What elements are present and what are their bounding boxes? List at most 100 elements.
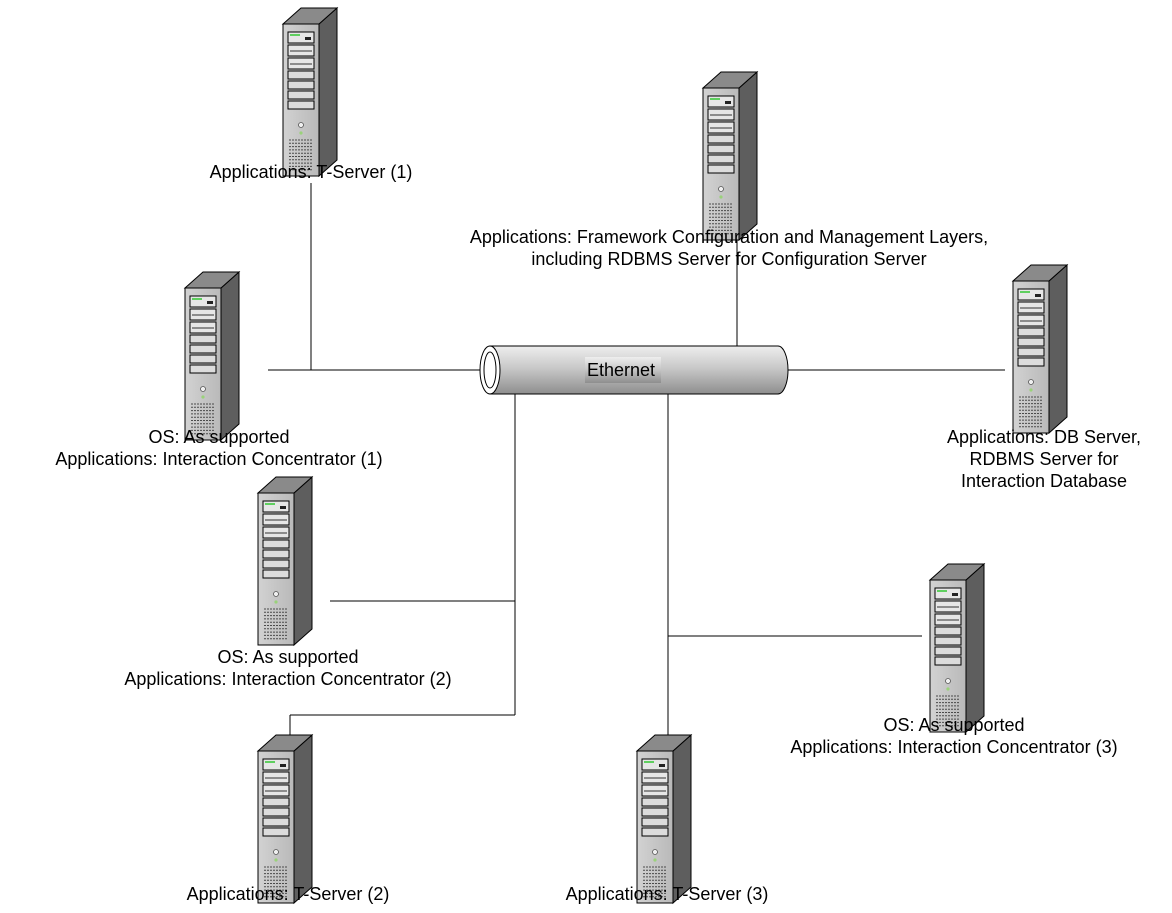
server-tower-icon [928, 562, 986, 734]
server-label-line: RDBMS Server for [969, 449, 1118, 469]
power-button-icon [1028, 379, 1034, 385]
server-tower-icon [183, 270, 241, 442]
ethernet-label-background [585, 357, 661, 383]
server-drive-bay [707, 164, 735, 174]
server-label-line: including RDBMS Server for Configuration… [531, 249, 926, 269]
server-node-config-server: Applications: Framework Configuration an… [470, 70, 988, 269]
power-led-icon [299, 131, 303, 135]
server-tower-icon [281, 6, 339, 178]
power-button-icon [273, 849, 279, 855]
server-drive-led [290, 34, 300, 36]
server-drive-bay [262, 827, 290, 837]
server-drive-bay [934, 626, 962, 636]
server-label-line: OS: As supported [217, 647, 358, 667]
server-drive-bay [262, 797, 290, 807]
power-led-icon [274, 858, 278, 862]
server-drive-bay [641, 817, 669, 827]
server-drive-slot [659, 764, 665, 767]
server-drive-bay [641, 758, 669, 771]
server-drive-bay [1017, 288, 1045, 301]
server-label-line: Applications: Interaction Concentrator (… [124, 669, 451, 689]
server-label-line: Applications: Framework Configuration an… [470, 227, 988, 247]
server-drive-slot [280, 506, 286, 509]
server-drive-bay [262, 569, 290, 579]
server-drive-led [644, 761, 654, 763]
power-led-icon [946, 687, 950, 691]
power-led-icon [653, 858, 657, 862]
server-tower-icon [1011, 263, 1069, 435]
server-node-t-server-2: Applications: T-Server (2) [187, 733, 390, 905]
server-label-line: OS: As supported [883, 715, 1024, 735]
server-drive-bay [287, 100, 315, 110]
server-drive-bay [189, 354, 217, 364]
server-node-t-server-3: Applications: T-Server (3) [566, 733, 769, 905]
server-drive-bay [1017, 347, 1045, 357]
power-button-icon [718, 186, 724, 192]
server-node-db-server: Applications: DB Server,RDBMS Server for… [947, 263, 1141, 491]
server-drive-bay [262, 549, 290, 559]
servers: Applications: T-Server (1) Applications: … [55, 6, 1141, 905]
power-button-icon [200, 386, 206, 392]
power-button-icon [945, 678, 951, 684]
server-label-line: Applications: T-Server (2) [187, 884, 390, 904]
server-drive-bay [262, 817, 290, 827]
server-drive-bay [262, 559, 290, 569]
server-drive-led [265, 503, 275, 505]
server-label-line: Applications: T-Server (1) [210, 162, 413, 182]
server-drive-bay [1017, 357, 1045, 367]
server-drive-slot [280, 764, 286, 767]
server-drive-bay [707, 134, 735, 144]
server-drive-led [1020, 291, 1030, 293]
server-side-panel [1048, 263, 1068, 435]
server-side-panel [965, 562, 985, 734]
server-drive-bay [934, 587, 962, 600]
server-node-t-server-1: Applications: T-Server (1) [210, 6, 413, 182]
server-drive-led [937, 590, 947, 592]
server-label-line: Applications: Interaction Concentrator (… [790, 737, 1117, 757]
server-drive-slot [725, 101, 731, 104]
power-led-icon [274, 600, 278, 604]
server-drive-bay [934, 656, 962, 666]
ethernet-bus-end-inner [483, 351, 497, 389]
server-drive-bay [641, 827, 669, 837]
server-side-panel [293, 733, 313, 905]
server-drive-bay [1017, 337, 1045, 347]
power-button-icon [652, 849, 658, 855]
server-drive-slot [1035, 294, 1041, 297]
server-label-line: Applications: DB Server, [947, 427, 1141, 447]
server-drive-bay [262, 500, 290, 513]
server-drive-led [710, 98, 720, 100]
server-drive-bay [287, 80, 315, 90]
server-drive-slot [305, 37, 311, 40]
server-side-panel [672, 733, 692, 905]
server-side-panel [738, 70, 758, 242]
server-drive-bay [189, 295, 217, 308]
server-drive-bay [934, 646, 962, 656]
server-tower-icon [635, 733, 693, 905]
server-side-panel [318, 6, 338, 178]
server-side-panel [293, 475, 313, 647]
power-led-icon [201, 395, 205, 399]
power-button-icon [298, 122, 304, 128]
power-led-icon [1029, 388, 1033, 392]
server-drive-bay [262, 807, 290, 817]
server-tower-icon [701, 70, 759, 242]
ethernet-label: Ethernet [587, 360, 655, 380]
server-drive-bay [287, 70, 315, 80]
power-led-icon [719, 195, 723, 199]
server-drive-bay [707, 144, 735, 154]
server-tower-icon [256, 475, 314, 647]
server-drive-bay [934, 636, 962, 646]
server-drive-slot [952, 593, 958, 596]
server-drive-bay [262, 539, 290, 549]
server-label-line: Applications: T-Server (3) [566, 884, 769, 904]
ethernet-bus: Ethernet [479, 345, 789, 395]
server-drive-led [192, 298, 202, 300]
server-drive-bay [287, 31, 315, 44]
ethernet-bus-end [479, 345, 501, 395]
server-side-panel [220, 270, 240, 442]
server-label-line: OS: As supported [148, 427, 289, 447]
server-label-line: Interaction Database [961, 471, 1127, 491]
